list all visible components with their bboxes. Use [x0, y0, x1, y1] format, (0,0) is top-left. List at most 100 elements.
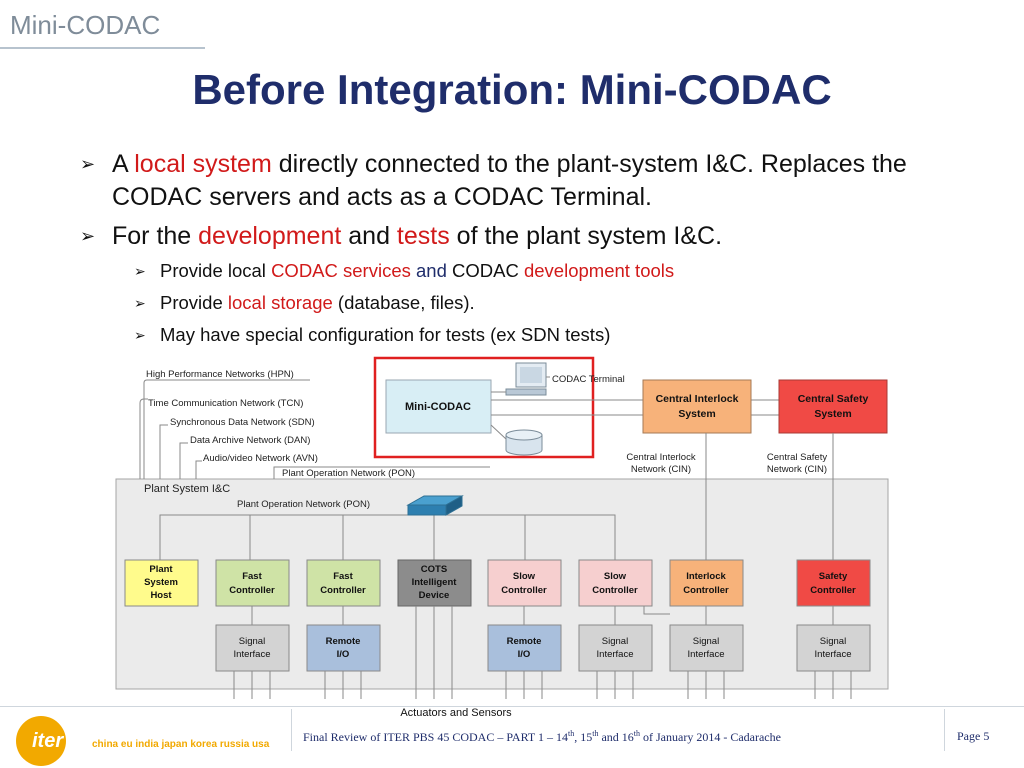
slide-header-label: Mini-CODAC	[10, 10, 161, 40]
bullet-text: of the plant system I&C.	[449, 222, 723, 250]
signal-interface-label: Interface	[597, 649, 634, 660]
arrow-bullet-icon: ➢	[134, 327, 146, 343]
cots-label: COTS	[421, 564, 447, 575]
safety-controller-label: Controller	[810, 585, 856, 596]
footer-text: and 16	[598, 730, 634, 744]
highlight-text: development tools	[523, 260, 675, 281]
bullet-text: (database, files).	[332, 292, 475, 313]
signal-interface-label: Interface	[815, 649, 852, 660]
highlight-text: local system	[134, 150, 272, 178]
tcn-label: Time Communication Network (TCN)	[148, 398, 303, 409]
hpn-label: High Performance Networks (HPN)	[146, 369, 294, 380]
bullet-text: Provide local	[160, 260, 272, 281]
bullet-item: ➢ A local system directly connected to t…	[80, 148, 980, 214]
remote-io-label: Remote	[326, 636, 361, 647]
slow-controller-label: Controller	[592, 585, 638, 596]
pon-top-label: Plant Operation Network (PON)	[282, 468, 415, 479]
remote-io-label: Remote	[507, 636, 542, 647]
bullet-text: and	[410, 260, 453, 281]
mini-codac-label: Mini-CODAC	[405, 401, 471, 413]
psh-label: Host	[150, 590, 172, 601]
sub-bullet-item: ➢ Provide local storage (database, files…	[134, 291, 980, 315]
highlight-text: development	[198, 222, 342, 250]
slow-controller-label: Slow	[513, 571, 536, 582]
mini-codac-box	[385, 379, 492, 434]
controller-row: Plant System Host Fast Controller Fast C…	[124, 559, 871, 607]
actuators-sensors-label: Actuators and Sensors	[400, 707, 512, 719]
architecture-diagram: Plant System I&C High Performance Networ…	[115, 356, 889, 719]
slow-controller-box	[578, 559, 653, 607]
sub-bullet-item: ➢ Provide local CODAC services and CODAC…	[134, 259, 980, 283]
psh-label: Plant	[149, 564, 173, 575]
central-safety-label: Central Safety	[798, 393, 869, 405]
fast-controller-label: Fast	[242, 571, 262, 582]
remote-io-box	[306, 624, 381, 672]
interlock-controller-label: Interlock	[686, 571, 726, 582]
header-rule	[0, 47, 205, 49]
footer-sup: th	[633, 729, 641, 738]
signal-interface-box	[578, 624, 653, 672]
computer-terminal-icon	[505, 362, 547, 396]
central-interlock-label: Central Interlock	[656, 393, 739, 405]
bullet-text: Provide	[160, 292, 228, 313]
signal-interface-label: Signal	[820, 636, 846, 647]
footer-sup: th	[567, 729, 575, 738]
signal-interface-box	[669, 624, 744, 672]
slow-interlock-link	[643, 606, 670, 615]
cots-label: Intelligent	[412, 577, 458, 588]
cots-device-box	[397, 559, 472, 607]
plant-system-label: Plant System I&C	[144, 483, 230, 495]
page-number: Page 5	[957, 729, 990, 743]
fast-controller-label: Fast	[333, 571, 353, 582]
signal-interface-label: Interface	[688, 649, 725, 660]
footer-text: Final Review of ITER PBS 45 CODAC – PART…	[303, 730, 568, 744]
slow-controller-label: Slow	[604, 571, 627, 582]
signal-interface-label: Signal	[693, 636, 719, 647]
footer-text: , 15	[574, 730, 593, 744]
network-brackets	[139, 379, 490, 479]
sensor-lines	[233, 606, 852, 699]
slide-title: Before Integration: Mini-CODAC	[192, 66, 832, 113]
remote-io-label: I/O	[337, 649, 350, 660]
cin-safety-label: Network (CIN)	[767, 464, 827, 475]
signal-interface-label: Signal	[602, 636, 628, 647]
fast-controller-box	[215, 559, 290, 607]
cin-safety-label: Central Safety	[767, 452, 827, 463]
pon-inner-label: Plant Operation Network (PON)	[237, 499, 370, 510]
iter-logo: iter china eu india japan korea russia u…	[14, 712, 294, 766]
highlight-text: local storage	[227, 292, 333, 313]
bullet-text: A	[112, 150, 135, 178]
central-safety-system	[778, 379, 888, 434]
footer-divider	[944, 709, 945, 751]
signal-interface-label: Interface	[234, 649, 271, 660]
codac-terminal-label: CODAC Terminal	[552, 374, 625, 385]
footer-caption: Final Review of ITER PBS 45 CODAC – PART…	[303, 729, 781, 745]
bullet-text: directly connected to the plant-system I…	[112, 150, 907, 211]
fast-controller-box	[306, 559, 381, 607]
mini-codac-links	[490, 391, 779, 440]
logo-wordmark: iter	[32, 730, 64, 752]
central-interlock-label: System	[678, 408, 715, 420]
dan-label: Data Archive Network (DAN)	[190, 435, 310, 446]
network-switch-icon	[406, 495, 464, 516]
arrow-bullet-icon: ➢	[80, 226, 96, 246]
mini-codac-highlight	[373, 356, 595, 459]
footer-sup: th	[592, 729, 599, 738]
slide-footer: iter china eu india japan korea russia u…	[0, 706, 1024, 768]
arrow-bullet-icon: ➢	[80, 154, 96, 174]
bullet-list: ➢ A local system directly connected to t…	[80, 148, 980, 355]
bullet-text: May have special configuration for tests…	[160, 324, 611, 345]
bullet-text: For the	[112, 222, 199, 250]
sub-bullet-item: ➢ May have special configuration for tes…	[134, 323, 980, 347]
sun-icon	[16, 716, 66, 766]
cin-interlock-label: Central Interlock	[626, 452, 695, 463]
fast-controller-label: Controller	[320, 585, 366, 596]
safety-controller-label: Safety	[819, 571, 848, 582]
plant-system-host-box	[124, 559, 199, 607]
interlock-controller-label: Controller	[683, 585, 729, 596]
footer-text: of January 2014 - Cadarache	[640, 730, 781, 744]
slow-controller-label: Controller	[501, 585, 547, 596]
sdn-label: Synchronous Data Network (SDN)	[170, 417, 315, 428]
fast-controller-label: Controller	[229, 585, 275, 596]
bullet-text: CODAC	[452, 260, 524, 281]
